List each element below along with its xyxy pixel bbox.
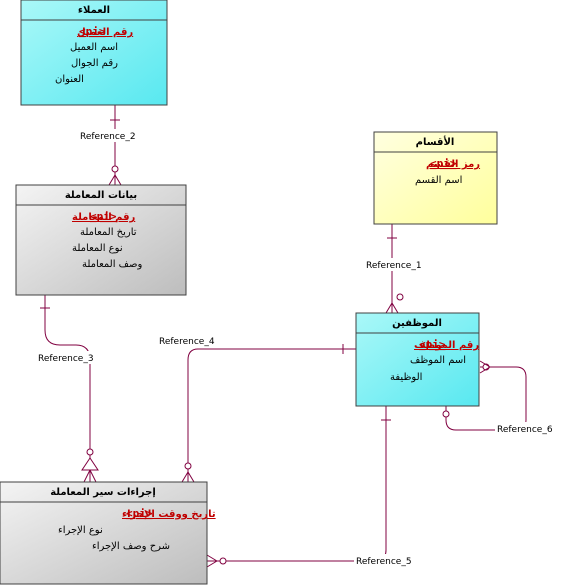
entity-attribute: تاريخ المعاملة — [80, 227, 137, 238]
pi-marker: <pi> — [90, 210, 117, 223]
entity-title: بيانات المعاملة — [65, 190, 137, 201]
ref3-line[interactable] — [44, 295, 91, 482]
reference-1-label[interactable]: Reference_1 — [366, 261, 422, 271]
entity-attribute: اسم الموظف — [410, 355, 466, 366]
reference-3-label[interactable]: Reference_3 — [38, 354, 94, 364]
entity-pk: رقم المعاملة — [72, 212, 135, 223]
entity-attribute: اسم القسم — [415, 175, 462, 186]
pi-marker: <pi> — [79, 25, 106, 38]
entity-attribute: شرح وصف الإجراء — [92, 541, 170, 552]
reference-2-label[interactable]: Reference_2 — [80, 132, 136, 142]
pi-marker: <pi> — [126, 507, 153, 520]
entity-procedures[interactable]: إجراءات سير المعاملة تاريخ ووقت الإجراء … — [0, 481, 216, 585]
reference-labels: Reference_2 Reference_1 Reference_3 Refe… — [36, 129, 559, 567]
entity-attribute: نوع الإجراء — [58, 525, 103, 536]
entity-title: إجراءات سير المعاملة — [50, 487, 156, 498]
entity-attribute: نوع المعاملة — [72, 243, 123, 254]
entity-employees[interactable]: الموظفين رقم الموظف <pi> اسم الموظف الوظ… — [355, 312, 480, 407]
entity-attribute: اسم العميل — [70, 42, 118, 53]
entity-attribute: العنوان — [55, 74, 84, 85]
entity-pk: رمز القسم — [426, 159, 480, 170]
ref4-line[interactable] — [187, 348, 356, 482]
entity-pk: رقم الموظف — [414, 340, 479, 351]
reference-5-label[interactable]: Reference_5 — [356, 557, 412, 567]
entity-transactions[interactable]: بيانات المعاملة رقم المعاملة <pi> تاريخ … — [15, 184, 187, 296]
pi-marker: <pi> — [419, 338, 446, 351]
entity-attribute: الوظيفة — [390, 372, 422, 383]
entity-pk: رقم العميل — [77, 27, 133, 38]
entity-title: الموظفين — [392, 318, 442, 329]
entity-title: العملاء — [78, 5, 110, 16]
ref5-line[interactable] — [207, 406, 387, 562]
entity-departments[interactable]: الأقسام رمز القسم <pi> اسم القسم — [373, 131, 498, 225]
reference-6-label[interactable]: Reference_6 — [497, 425, 553, 435]
pi-marker: <pi> — [430, 157, 457, 170]
entity-attribute: رقم الجوال — [71, 58, 118, 69]
entity-customers[interactable]: العملاء رقم العميل <pi> اسم العميل رقم ا… — [20, 0, 168, 106]
entity-attribute: وصف المعاملة — [82, 259, 143, 270]
reference-4-label[interactable]: Reference_4 — [159, 337, 215, 347]
entity-pk: تاريخ ووقت الإجراء — [122, 509, 216, 520]
entity-title: الأقسام — [416, 135, 455, 148]
